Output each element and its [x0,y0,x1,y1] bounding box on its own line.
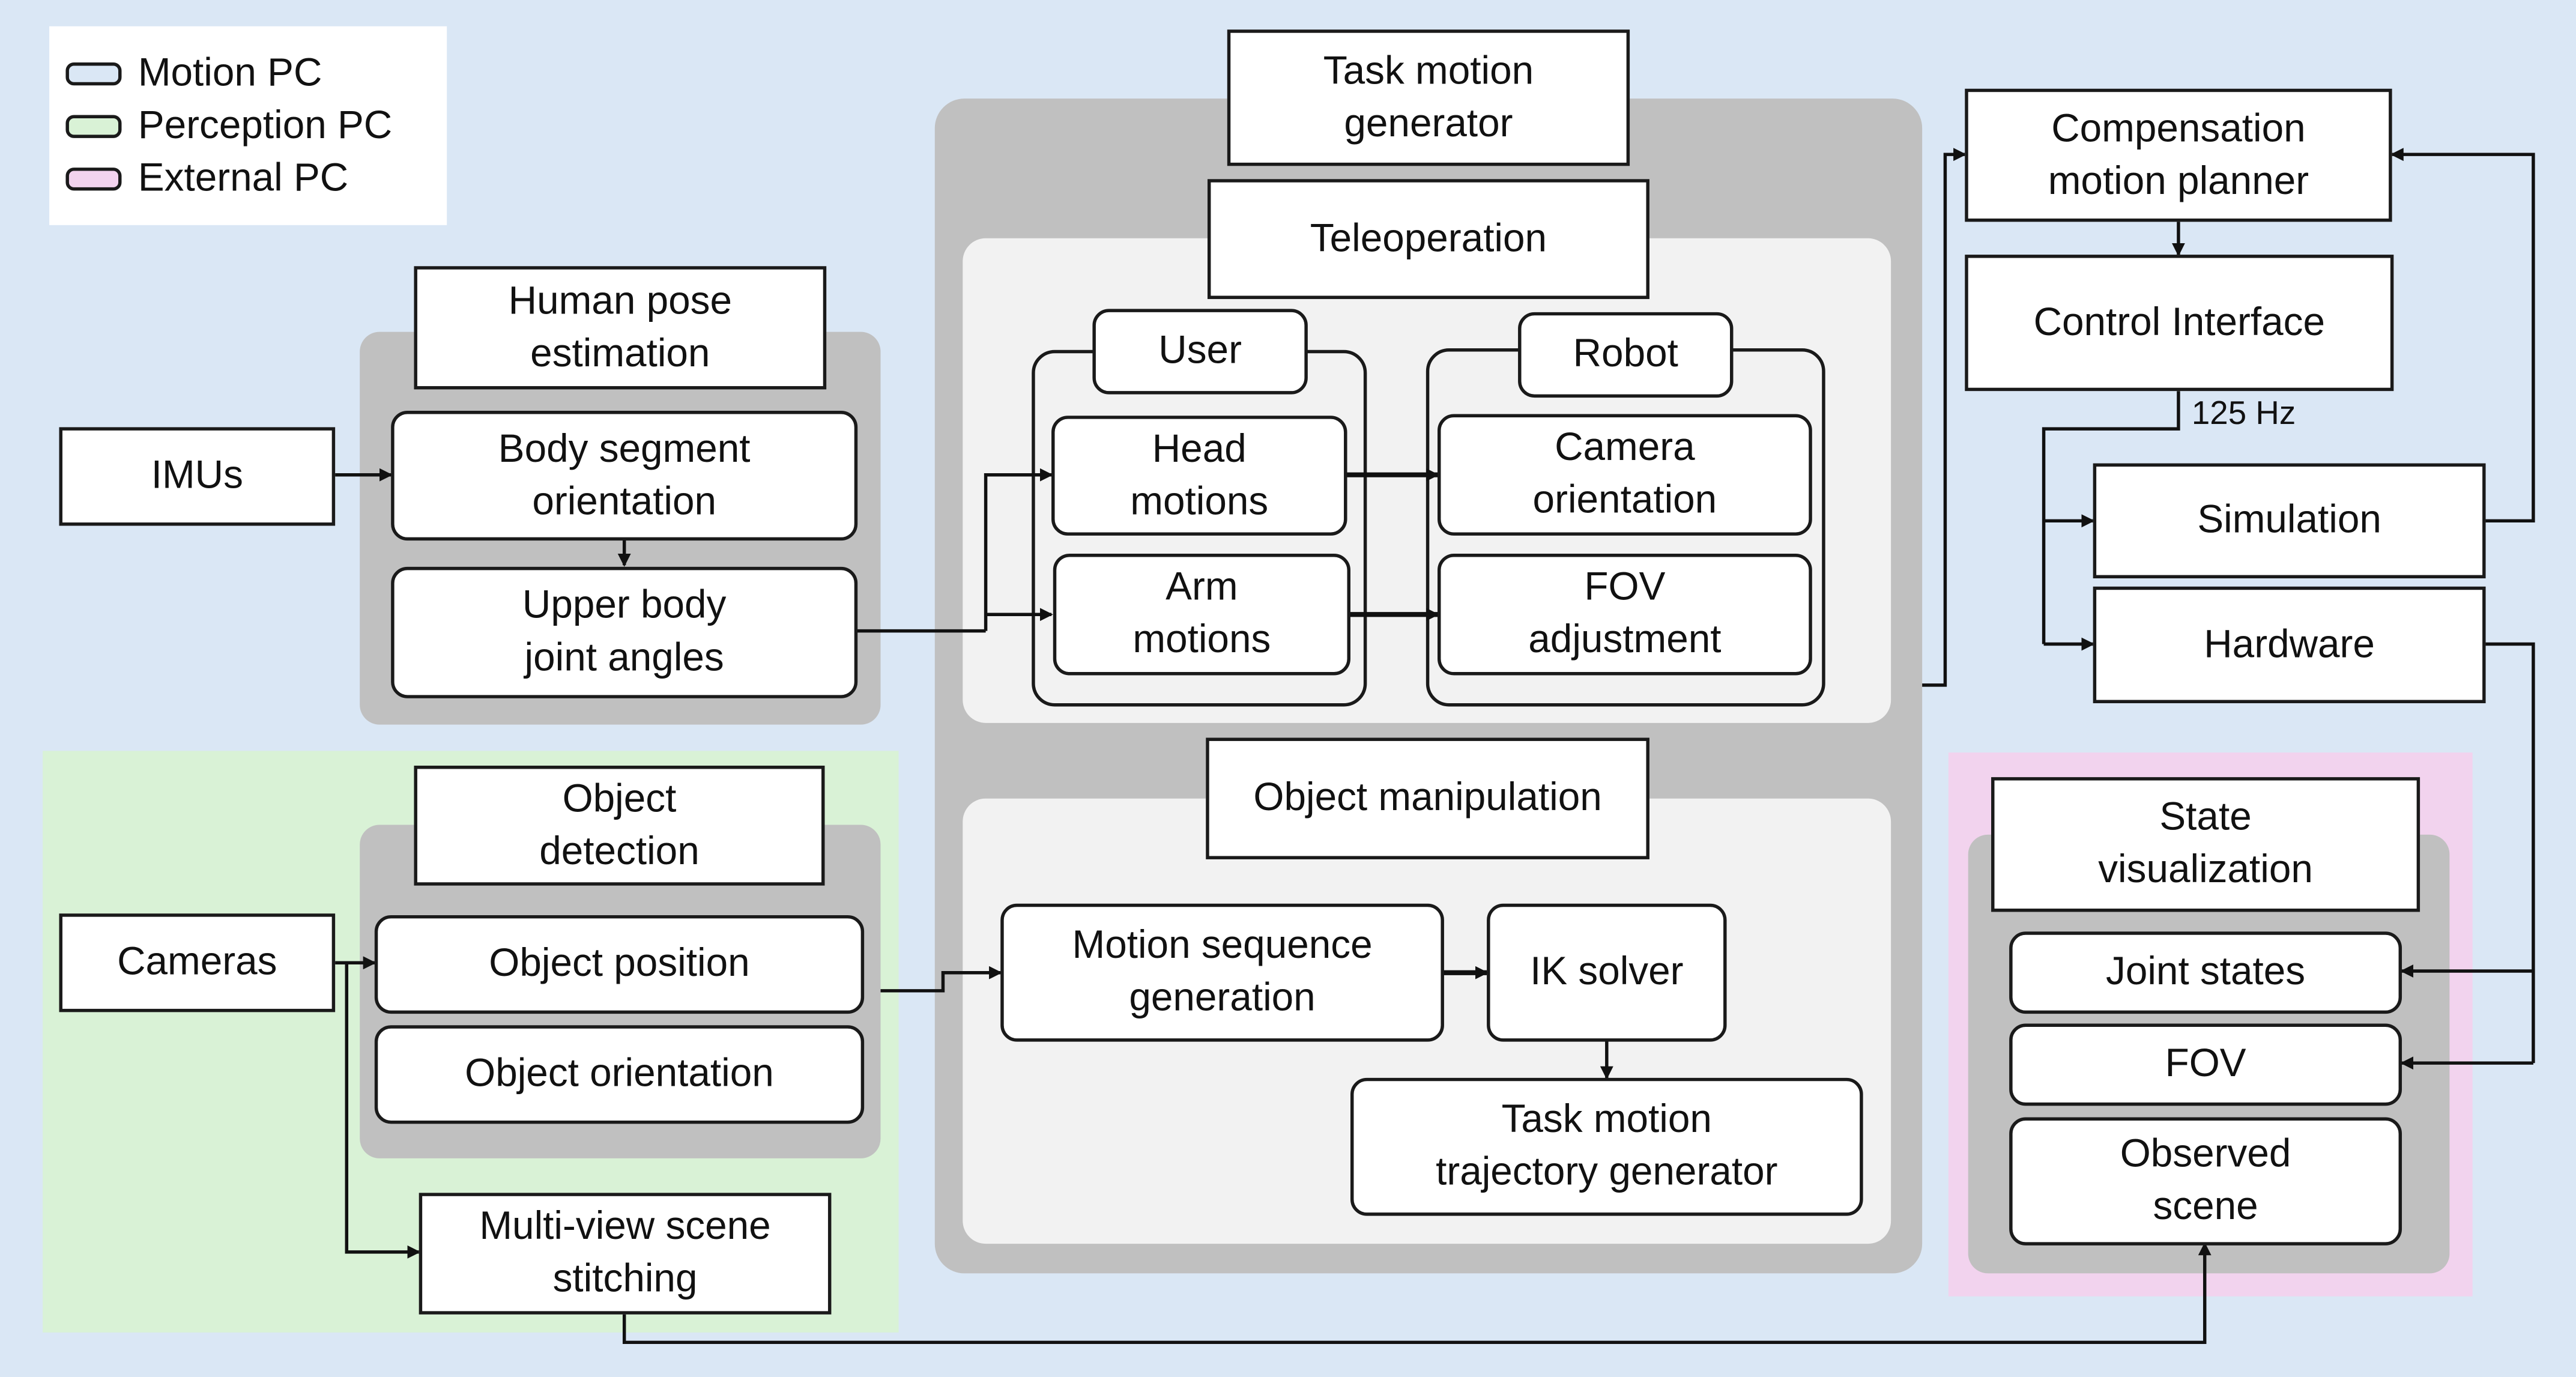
state-visualization-title: State visualization [1991,777,2420,912]
object-detection-title: Object detection [414,765,825,886]
legend-label: Perception PC [138,103,393,148]
legend-item-motion-pc: Motion PC [65,47,322,100]
legend-swatch [65,62,122,86]
rate-label: 125 Hz [2191,396,2296,432]
stitching-box: Multi-view scene stitching [419,1193,832,1315]
fov-state-box: FOV [2009,1023,2402,1106]
arrow-object-to-sequence [880,966,1002,993]
fov-adjustment-box: FOV adjustment [1438,554,1812,676]
object-orientation-box: Object orientation [374,1025,865,1124]
arrow-to-head-motions [984,468,1053,631]
user-label: User [1092,309,1308,395]
legend-label: External PC [138,156,349,201]
task-motion-title: Task motion generator [1227,29,1630,166]
arm-motions-box: Arm motions [1053,554,1350,676]
line-interface-bus [2042,391,2180,644]
ik-solver-box: IK solver [1487,903,1727,1042]
compensation-planner-box: Compensation motion planner [1965,88,2392,222]
arrow-simulation-feedback [2390,148,2535,523]
legend-item-perception-pc: Perception PC [65,100,392,153]
legend-swatch [65,115,122,138]
observed-scene-box: Observed scene [2009,1117,2402,1245]
arrow-stitching-to-scene [622,1242,2212,1345]
human-pose-title: Human pose estimation [414,266,827,390]
motion-sequence-box: Motion sequence generation [1000,903,1444,1042]
joint-angles-box: Upper body joint angles [391,566,858,698]
arrow-cameras-to-stitching [345,963,421,1259]
teleoperation-title: Teleoperation [1207,179,1649,299]
robot-label: Robot [1518,312,1734,398]
object-position-box: Object position [374,915,865,1014]
simulation-box: Simulation [2093,463,2486,579]
imus-box: IMUs [59,427,336,526]
line-hardware-out [2484,642,2535,1064]
cameras-box: Cameras [59,913,336,1012]
head-motions-box: Head motions [1051,416,1347,536]
legend-label: Motion PC [138,50,322,95]
legend-swatch [65,168,122,191]
legend: Motion PC Perception PC External PC [49,26,447,225]
body-segment-orientation-box: Body segment orientation [391,411,858,541]
trajectory-generator-box: Task motion trajectory generator [1350,1077,1863,1216]
control-interface-box: Control Interface [1965,255,2394,392]
hardware-box: Hardware [2093,586,2486,704]
legend-item-external-pc: External PC [65,153,348,205]
joint-states-box: Joint states [2009,931,2402,1014]
camera-orientation-box: Camera orientation [1438,414,1812,536]
arrow-generator-to-planner [1922,148,1967,687]
object-manipulation-title: Object manipulation [1206,737,1649,859]
